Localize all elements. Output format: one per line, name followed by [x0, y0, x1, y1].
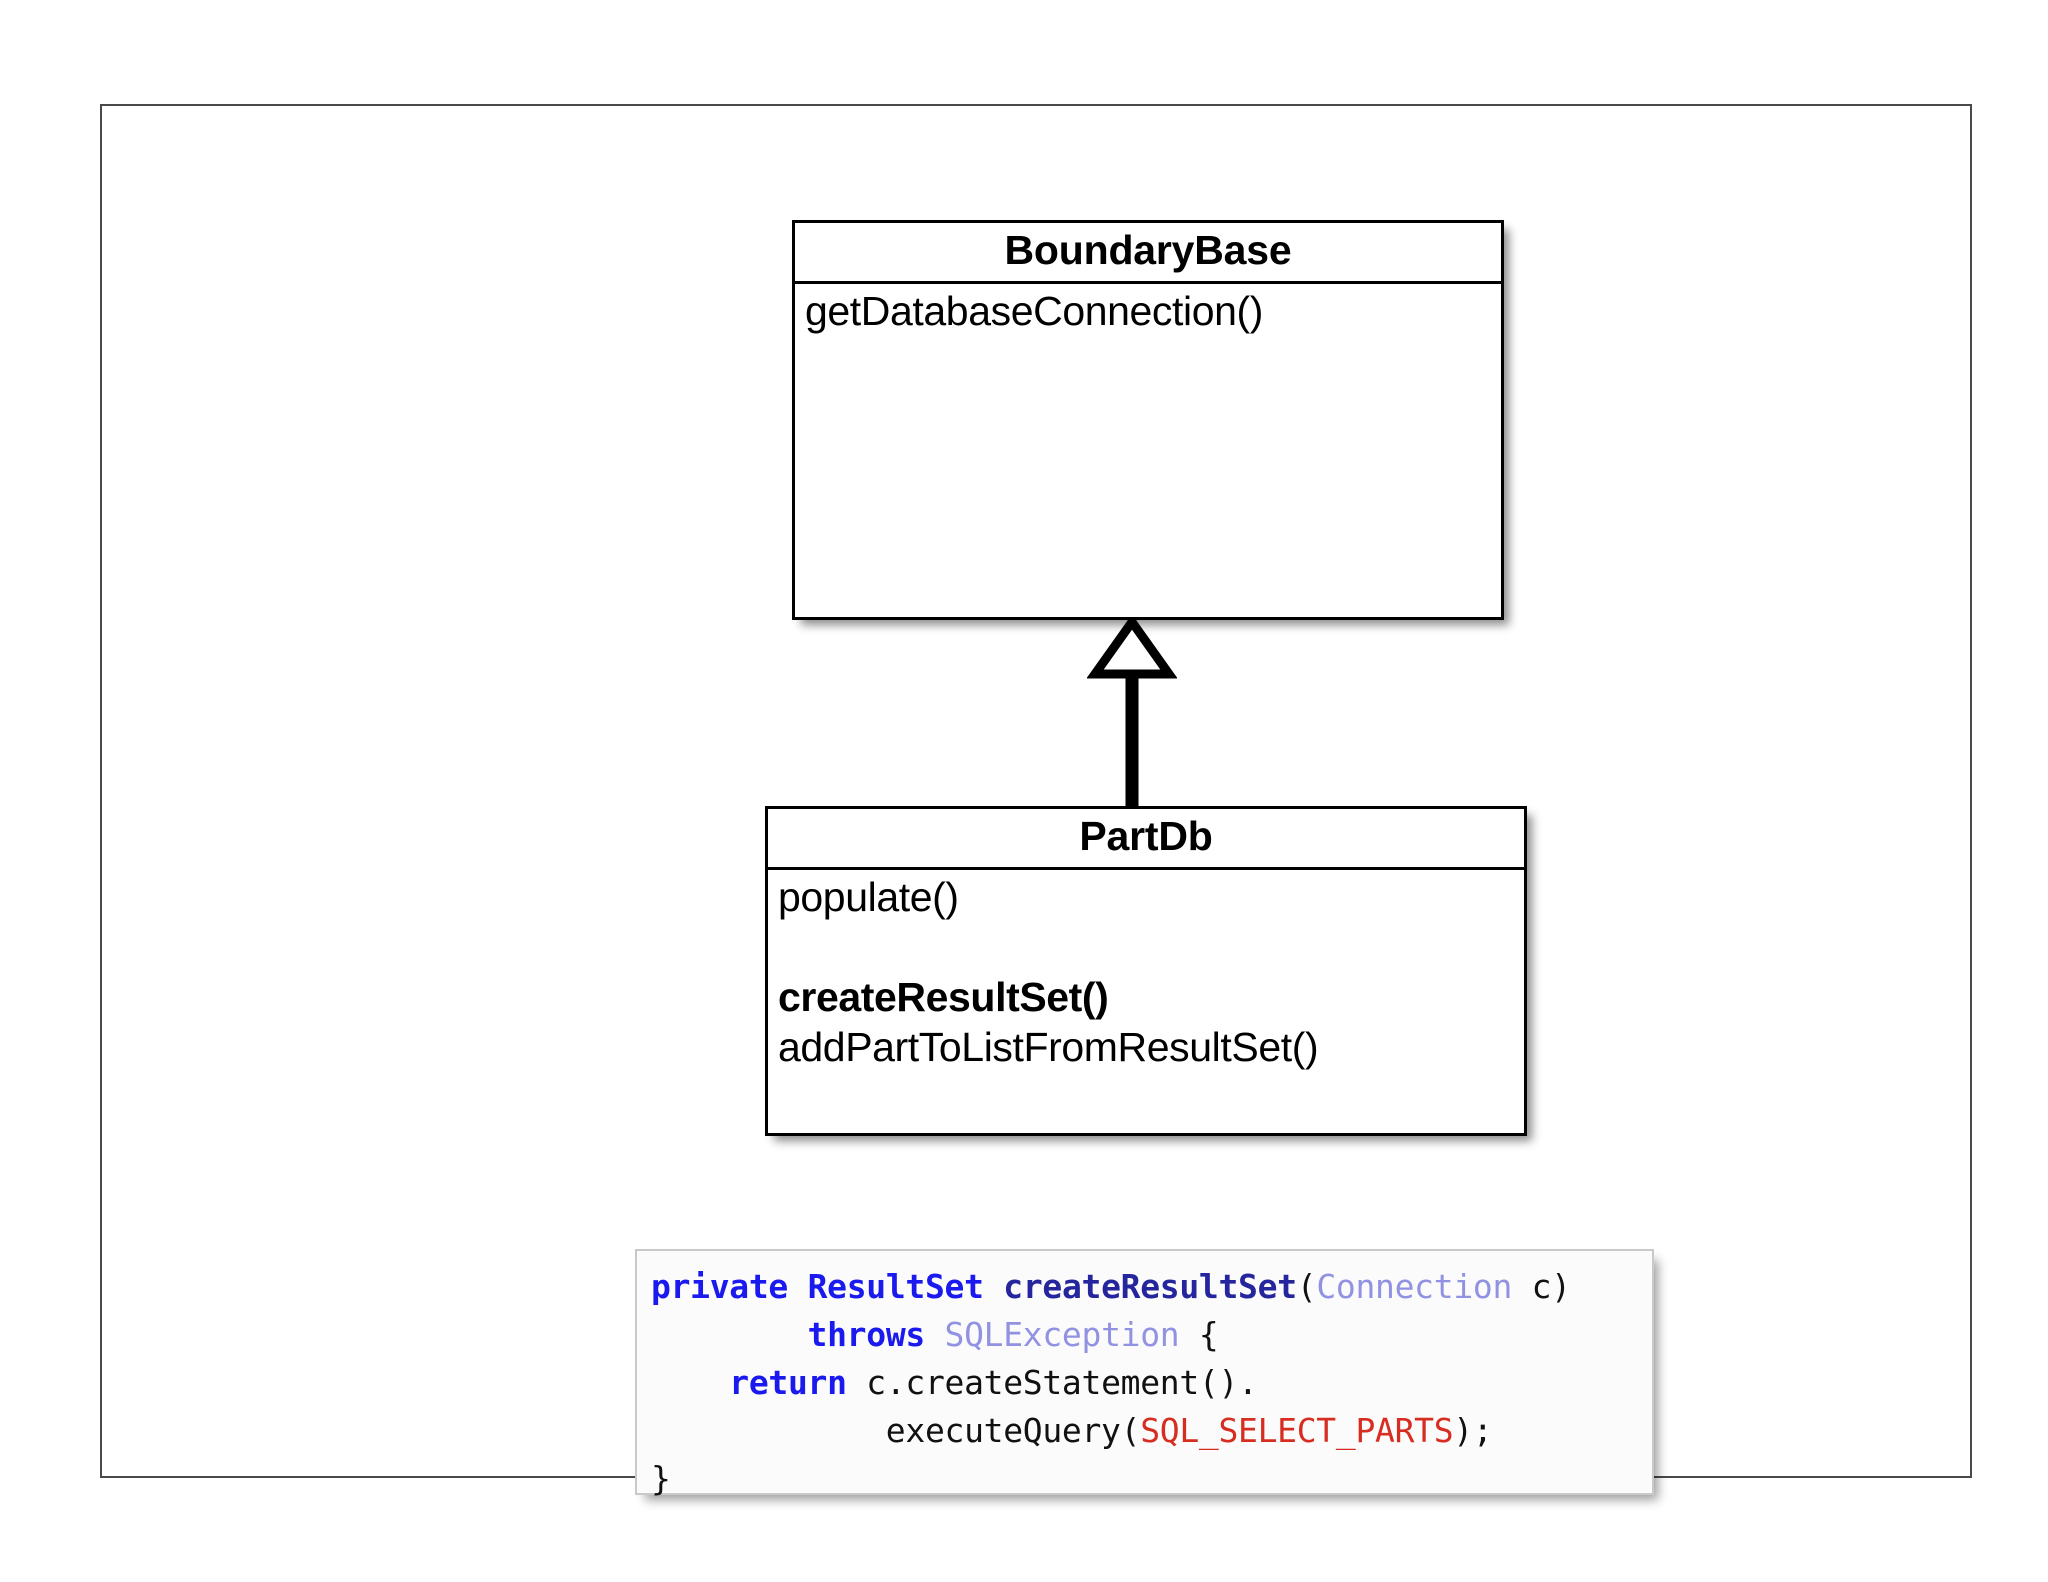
- slide-frame: BoundaryBase getDatabaseConnection() Par…: [100, 104, 1972, 1498]
- code-line: }: [651, 1455, 1652, 1503]
- uml-class-boundarybase[interactable]: BoundaryBase getDatabaseConnection(): [792, 220, 1504, 620]
- code-token-keyword: throws: [807, 1315, 926, 1354]
- code-snippet-text: private ResultSet createResultSet(Connec…: [651, 1263, 1652, 1503]
- uml-class-title-partdb: PartDb: [768, 809, 1524, 870]
- code-token-plain: c): [1512, 1267, 1571, 1306]
- code-token-keyword: return: [729, 1363, 847, 1402]
- code-token-keyword: ResultSet: [807, 1267, 984, 1306]
- generalization-arrow-icon: [1086, 614, 1178, 814]
- code-token-plain: [925, 1315, 945, 1354]
- code-token-method: createResultSet: [1003, 1267, 1297, 1306]
- uml-member-populate[interactable]: populate(): [778, 873, 959, 920]
- code-token-plain: );: [1453, 1411, 1493, 1450]
- code-token-plain: c.createStatement().: [846, 1363, 1258, 1402]
- code-token-type: Connection: [1316, 1267, 1513, 1306]
- code-token-plain: {: [1179, 1315, 1219, 1354]
- code-token-keyword: private: [651, 1267, 788, 1306]
- uml-class-partdb[interactable]: PartDb populate() createResultSet() addP…: [765, 806, 1527, 1136]
- uml-member-add-part-to-list-from-result-set[interactable]: addPartToListFromResultSet(): [778, 1023, 1319, 1070]
- code-line: private ResultSet createResultSet(Connec…: [651, 1263, 1652, 1311]
- uml-member-list-partdb: populate() createResultSet() addPartToLi…: [768, 870, 1524, 1072]
- code-token-plain: [788, 1267, 808, 1306]
- uml-class-title-boundarybase: BoundaryBase: [795, 223, 1501, 284]
- code-line: throws SQLException {: [651, 1311, 1652, 1359]
- code-line: executeQuery(SQL_SELECT_PARTS);: [651, 1407, 1652, 1455]
- code-line: return c.createStatement().: [651, 1359, 1652, 1407]
- uml-member-create-result-set[interactable]: createResultSet(): [778, 973, 1109, 1020]
- code-snippet-box[interactable]: private ResultSet createResultSet(Connec…: [635, 1249, 1654, 1498]
- code-token-plain: [984, 1267, 1004, 1306]
- code-token-const: SQL_SELECT_PARTS: [1140, 1411, 1454, 1450]
- uml-member-list-boundarybase: getDatabaseConnection(): [795, 284, 1501, 336]
- code-token-type: SQLException: [944, 1315, 1180, 1354]
- code-token-plain: (: [1296, 1267, 1317, 1306]
- code-token-plain: [651, 1315, 808, 1354]
- generalization-arrow: [1086, 614, 1178, 814]
- code-token-plain: }: [651, 1459, 671, 1498]
- uml-member-get-database-connection[interactable]: getDatabaseConnection(): [805, 287, 1264, 334]
- code-token-plain: executeQuery(: [651, 1411, 1141, 1450]
- code-token-plain: [651, 1363, 729, 1402]
